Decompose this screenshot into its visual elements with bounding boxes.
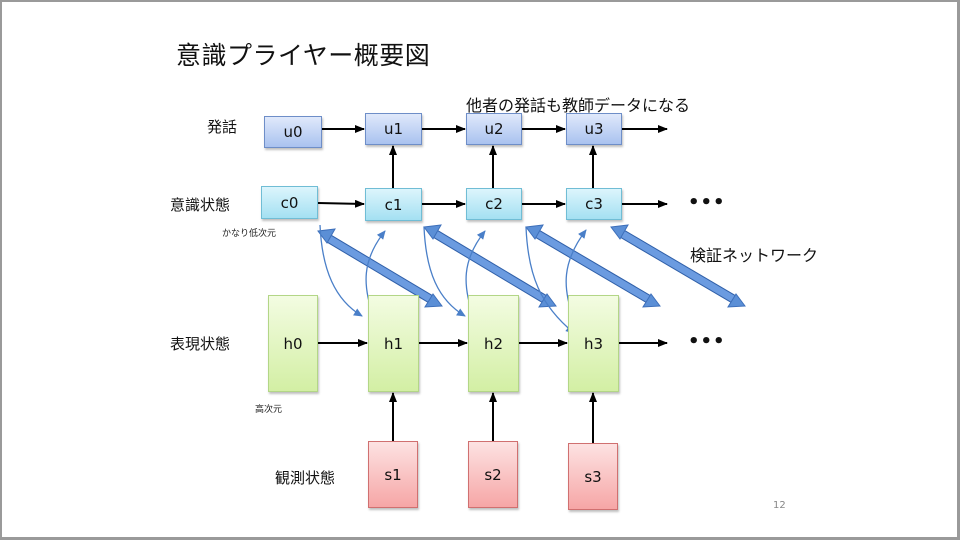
node-c2: c2 (466, 188, 522, 220)
curve-c2-h3 (525, 226, 575, 334)
verifier-arrow-c0-h1 (317, 228, 443, 308)
arrow-c0-c1 (317, 199, 365, 208)
verifier-arrow-c1-h2 (423, 224, 557, 308)
node-h3: h3 (568, 295, 619, 392)
node-h0: h0 (268, 295, 318, 392)
node-s1: s1 (368, 441, 418, 508)
representation-ellipsis: ••• (688, 331, 726, 352)
node-s2: s2 (468, 441, 518, 508)
teacher-data-note: 他者の発話も教師データになる (466, 96, 691, 115)
page-number: 12 (773, 500, 786, 511)
node-u2: u2 (466, 113, 522, 145)
verifier-arrow-c3-h4 (610, 224, 746, 308)
row-label-utterance: 発話 (207, 118, 238, 136)
node-s3: s3 (568, 443, 618, 510)
curve-c0-h1 (319, 224, 363, 317)
row-label-conscious: 意識状態 (170, 196, 231, 214)
node-u1: u1 (365, 113, 422, 145)
curve-c1-h2 (423, 226, 466, 317)
node-c1: c1 (365, 188, 422, 221)
slide-title: 意識プライヤー概要図 (176, 41, 431, 70)
row-label-observation: 観測状態 (275, 469, 336, 487)
verifier-arrow-c2-h3 (525, 224, 661, 308)
conscious-ellipsis: ••• (688, 192, 726, 213)
node-h2: h2 (468, 295, 519, 392)
verifier-network-label: 検証ネットワーク (690, 246, 819, 265)
row-label-representation: 表現状態 (170, 335, 231, 353)
node-u0: u0 (264, 116, 322, 148)
low-dim-note: かなり低次元 (222, 229, 277, 239)
high-dim-note: 高次元 (255, 405, 283, 415)
node-u3: u3 (566, 113, 622, 145)
node-h1: h1 (368, 295, 419, 392)
node-c0: c0 (261, 186, 318, 219)
node-c3: c3 (566, 188, 622, 220)
